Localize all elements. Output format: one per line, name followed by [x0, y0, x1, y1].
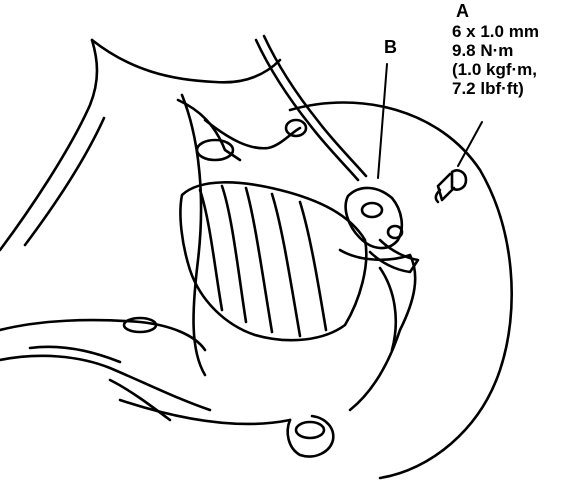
upper-arm-inner: [23, 116, 106, 247]
torque-spec-line-2: 9.8 N·m: [452, 41, 514, 60]
sensor-bolt-hole: [360, 201, 384, 219]
knuckle-boss: [195, 138, 235, 162]
lower-arm-top: [0, 318, 207, 352]
sensor-mount-plate: [368, 238, 420, 274]
lower-arm-tab: [108, 378, 172, 422]
torque-spec-line-3: (1.0 kgf·m,: [452, 60, 538, 79]
leader-line-b: [377, 63, 388, 179]
knuckle-outline: [180, 93, 207, 377]
knuckle-lug-edge: [378, 266, 398, 352]
ball-joint-nut: [294, 420, 326, 440]
lower-arm-hole: [122, 316, 158, 334]
torque-spec-line-1: 6 x 1.0 mm: [452, 22, 539, 41]
callout-b-label: B: [384, 37, 397, 57]
fender-edge: [90, 38, 282, 84]
cv-boot-rib-1: [198, 188, 224, 312]
bolt-a-icon: [434, 169, 468, 204]
sensor-mount-hole: [386, 224, 404, 240]
sensor-cable-outer: [254, 38, 360, 182]
torque-spec-line-4: 7.2 lbf·ft): [452, 79, 524, 98]
cv-boot-rib-3: [244, 186, 274, 334]
bolt-head-left: [284, 118, 308, 138]
cv-boot-rib-4: [270, 192, 302, 338]
steering-knuckle-lower: [338, 248, 417, 412]
sensor-bracket: [344, 186, 404, 250]
leader-line-a: [457, 121, 483, 167]
sensor-cable-inner: [262, 34, 368, 178]
cv-boot-rib-5: [298, 200, 328, 332]
brake-disc: [288, 101, 513, 480]
callout-a-specs: 6 x 1.0 mm 9.8 N·m (1.0 kgf·m, 7.2 lbf·f…: [452, 22, 539, 98]
upper-arm-outline: [0, 38, 99, 252]
lower-arm-ledge: [118, 398, 292, 426]
cv-boot-outline: [179, 181, 368, 342]
lower-arm-bottom: [0, 354, 212, 412]
lower-arm-edge: [28, 345, 122, 364]
cv-boot-rib-2: [220, 184, 248, 324]
ball-joint-boss: [286, 414, 335, 458]
callout-a-label: A: [456, 1, 469, 21]
